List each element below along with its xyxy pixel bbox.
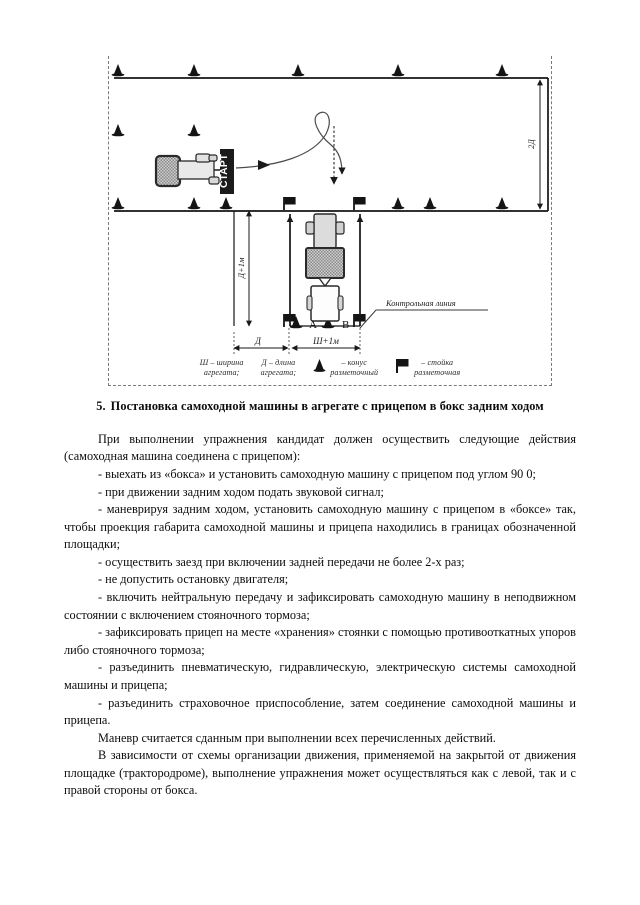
- cone-row-lower: [111, 197, 509, 210]
- marker-post-box-left-top: [283, 197, 296, 210]
- legend-label-cone: – конус разметочный: [330, 357, 379, 377]
- marker-label-b: В: [342, 319, 349, 331]
- path-direction-arrow: [258, 160, 270, 170]
- paragraph-step-8: - разъединить пневматическую, гидравличе…: [64, 660, 576, 692]
- legend-label-width: Ш – ширина агрегата;: [199, 357, 244, 377]
- legend-item-width: Ш – ширина агрегата;: [200, 358, 244, 378]
- paragraph-step-7: - зафиксировать прицеп на месте «хранени…: [64, 625, 576, 657]
- diagram-dashed-frame: [108, 56, 552, 386]
- paragraph-conclusion: Маневр считается сданным при выполнении …: [98, 730, 496, 745]
- tractor-start-vehicle: [154, 153, 224, 188]
- movement-path: [235, 111, 346, 175]
- dimension-length-label: Д: [254, 336, 262, 346]
- box-wall-arrows: [286, 215, 364, 324]
- cone-icon: [313, 358, 326, 377]
- paragraph-step-6: - включить нейтральную передачу и зафикс…: [64, 590, 576, 622]
- paragraph-step-1: - выехать из «бокса» и установить самохо…: [98, 466, 536, 481]
- legend-item-post: – стойка разметочная: [395, 358, 460, 378]
- exercise-diagram: СТАРТ Контро: [108, 56, 552, 386]
- page-title: 5. Постановка самоходной машины в агрегат…: [64, 398, 576, 416]
- start-sign-text: СТАРТ: [218, 153, 230, 188]
- diagram-canvas: СТАРТ Контро: [111, 64, 549, 354]
- dimension-length-plus-label: Д+1м: [236, 257, 246, 279]
- legend-item-length: Д – длина агрегата;: [261, 358, 297, 378]
- marker-label-a: А: [309, 319, 317, 331]
- legend-label-post: – стойка разметочная: [414, 357, 461, 377]
- vehicle-in-box: [305, 213, 345, 322]
- dimension-length: [233, 328, 290, 354]
- dimension-width: [291, 328, 361, 354]
- marker-post-box-right-top: [353, 197, 366, 210]
- cone-row-top: [111, 64, 509, 77]
- flag-post-icon: [395, 358, 410, 377]
- cone-row-middle: [111, 124, 201, 137]
- paragraph-step-5: - не допустить остановку двигателя;: [98, 572, 289, 587]
- document-body: 5. Постановка самоходной машины в агрегат…: [64, 398, 576, 800]
- control-line-label: Контрольная линия: [385, 299, 456, 308]
- dimension-double-length-label: 2Д: [526, 139, 536, 149]
- paragraph-step-4: - осуществить заезд при включении задней…: [98, 554, 465, 569]
- heading-number: 5.: [96, 399, 106, 413]
- paragraph-intro: При выполнении упражнения кандидат долже…: [64, 431, 576, 464]
- dimension-width-label: Ш+1м: [312, 336, 339, 346]
- paragraph-step-9: - разъединить страховочное приспособлени…: [64, 695, 576, 728]
- paragraph-note: В зависимости от схемы организации движе…: [64, 748, 576, 798]
- paragraph-step-3: - маневрируя задним ходом, установить са…: [64, 502, 576, 552]
- legend-label-length: Д – длина агрегата;: [260, 357, 297, 377]
- start-sign: СТАРТ: [218, 149, 234, 194]
- control-line-callout: [359, 309, 488, 329]
- legend-item-cone: – конус разметочный: [313, 358, 378, 378]
- paragraph-step-2: - при движении задним ходом подать звуко…: [98, 484, 384, 499]
- diagram-legend: Ш – ширина агрегата; Д – длина агрегата;…: [108, 358, 552, 378]
- heading-text: Постановка самоходной машины в агрегате …: [110, 399, 544, 413]
